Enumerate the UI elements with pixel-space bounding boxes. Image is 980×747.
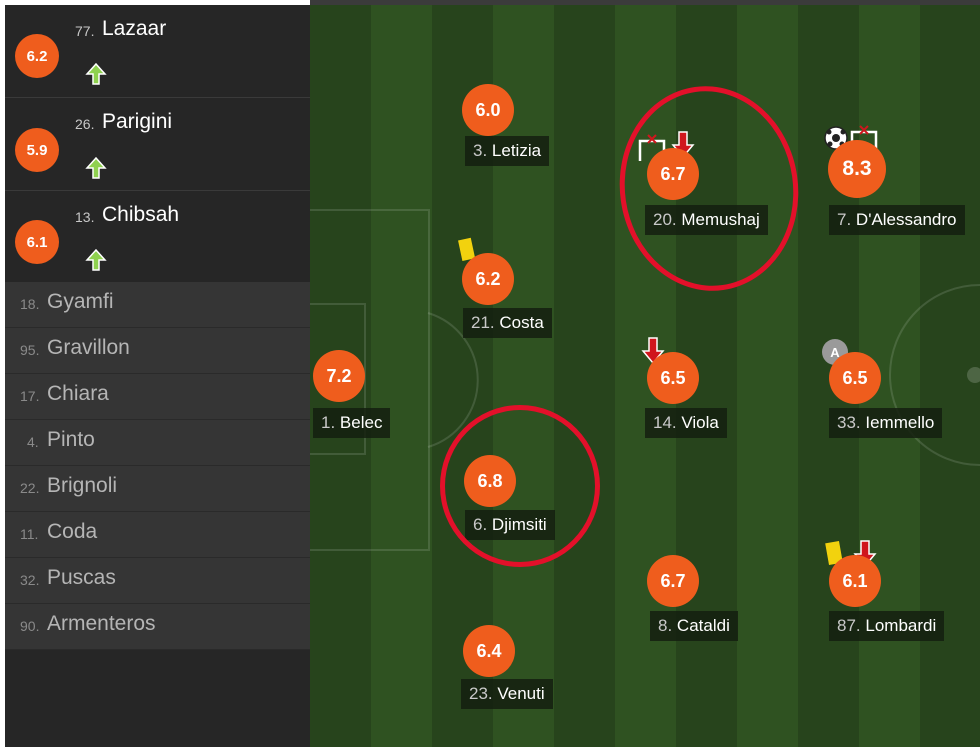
bench-row[interactable]: 32. Puscas (5, 558, 310, 604)
player-name: Chibsah (102, 203, 180, 226)
player-number: 1. (321, 413, 336, 432)
player-name-label: 21. Costa (463, 308, 552, 338)
player-rating-badge: 6.7 (647, 148, 699, 200)
player-rating-badge: 6.4 (463, 625, 515, 677)
player-number: 23. (469, 684, 493, 703)
player-name: Costa (499, 313, 544, 332)
player-name: Pinto (47, 428, 95, 451)
player-number: 21. (471, 313, 495, 332)
substitute-row[interactable]: 5.9 26. Parigini (5, 98, 310, 191)
player-name-label: 33. Iemmello (829, 408, 943, 438)
bench-row[interactable]: 17. Chiara (5, 374, 310, 420)
player-name-label: 3. Letizia (465, 136, 550, 166)
player-name: Chiara (47, 382, 109, 405)
yellow-card-icon (458, 237, 476, 262)
bench-row[interactable]: 11. Coda (5, 512, 310, 558)
player-name-label: 87. Lombardi (829, 611, 945, 641)
player-name: Coda (47, 520, 98, 543)
player-name-label: 23. Venuti (461, 679, 553, 709)
player-rating-badge: 6.2 (15, 34, 59, 78)
pitch-top-bar (310, 0, 980, 5)
yellow-card-icon (825, 540, 843, 566)
substitute-row[interactable]: 6.2 77. Lazaar (5, 5, 310, 98)
player-name: Iemmello (865, 413, 935, 432)
pitch-stripe (371, 5, 432, 747)
substitutes-panel: 6.2 77. Lazaar 5.9 26. Parigini 6.1 13. … (5, 5, 310, 747)
bench-row[interactable]: 4. Pinto (5, 420, 310, 466)
player-name: Gyamfi (47, 290, 114, 313)
player-name: Lazaar (102, 17, 167, 40)
player-number: 18. (20, 296, 40, 312)
player-number: 7. (837, 210, 852, 229)
player-number: 32. (20, 572, 40, 588)
player-rating-badge: 5.9 (15, 128, 59, 172)
player-rating-badge: 6.1 (15, 220, 59, 264)
player-number: 20. (653, 210, 677, 229)
player-name-label: 7. D'Alessandro (829, 205, 965, 235)
player-number: 4. (27, 434, 39, 450)
player-name: D'Alessandro (855, 210, 957, 229)
player-number: 90. (20, 618, 40, 634)
sub-in-arrow-icon (85, 156, 107, 179)
sidebar-empty-area (5, 655, 310, 747)
sub-in-arrow-icon (85, 62, 107, 85)
player-name: Lombardi (865, 616, 937, 635)
player-number: 33. (837, 413, 861, 432)
penalty-arc (427, 312, 479, 448)
player-name: Cataldi (676, 616, 730, 635)
player-number: 95. (20, 342, 40, 358)
pitch-stripe (737, 5, 798, 747)
player-name: Parigini (102, 110, 173, 133)
player-number: 22. (20, 480, 40, 496)
player-rating-badge: 6.1 (829, 555, 881, 607)
player-name: Letizia (491, 141, 542, 160)
bench-row[interactable]: 18. Gyamfi (5, 282, 310, 328)
goal-area (310, 303, 366, 455)
player-name-label: 20. Memushaj (645, 205, 768, 235)
player-name-label: 14. Viola (645, 408, 727, 438)
player-name: Puscas (47, 566, 116, 589)
bench-row[interactable]: 90. Armenteros (5, 604, 310, 650)
bench-row[interactable]: 22. Brignoli (5, 466, 310, 512)
player-number: 17. (20, 388, 40, 404)
substitute-row[interactable]: 6.1 13. Chibsah (5, 191, 310, 284)
player-name: Brignoli (47, 474, 118, 497)
player-rating-badge: 6.7 (647, 555, 699, 607)
player-rating-badge: 7.2 (313, 350, 365, 402)
player-number: 11. (20, 526, 39, 542)
sub-in-arrow-icon (85, 248, 107, 271)
bench-row[interactable]: 95. Gravillon (5, 328, 310, 374)
player-name-label: 1. Belec (313, 408, 391, 438)
player-number: 77. (75, 23, 95, 39)
player-rating-badge: 6.5 (829, 352, 881, 404)
penalty-box (310, 209, 430, 551)
player-rating-badge: 6.0 (462, 84, 514, 136)
player-rating-badge: 6.5 (647, 352, 699, 404)
highlight-circle (440, 405, 600, 567)
player-number: 87. (837, 616, 861, 635)
player-number: 8. (658, 616, 673, 635)
pitch-stripe (554, 5, 615, 747)
center-circle (889, 284, 980, 466)
player-name: Belec (339, 413, 383, 432)
player-rating-badge: 6.2 (462, 253, 514, 305)
player-number: 14. (653, 413, 677, 432)
player-number: 13. (75, 209, 95, 225)
player-name: Armenteros (47, 612, 156, 635)
player-name-label: 8. Cataldi (650, 611, 738, 641)
player-number: 26. (75, 116, 95, 132)
player-number: 3. (473, 141, 488, 160)
player-name: Venuti (497, 684, 545, 703)
player-name: Gravillon (47, 336, 130, 359)
player-name: Viola (681, 413, 719, 432)
player-name: Memushaj (681, 210, 760, 229)
player-rating-badge: 8.3 (828, 140, 886, 198)
